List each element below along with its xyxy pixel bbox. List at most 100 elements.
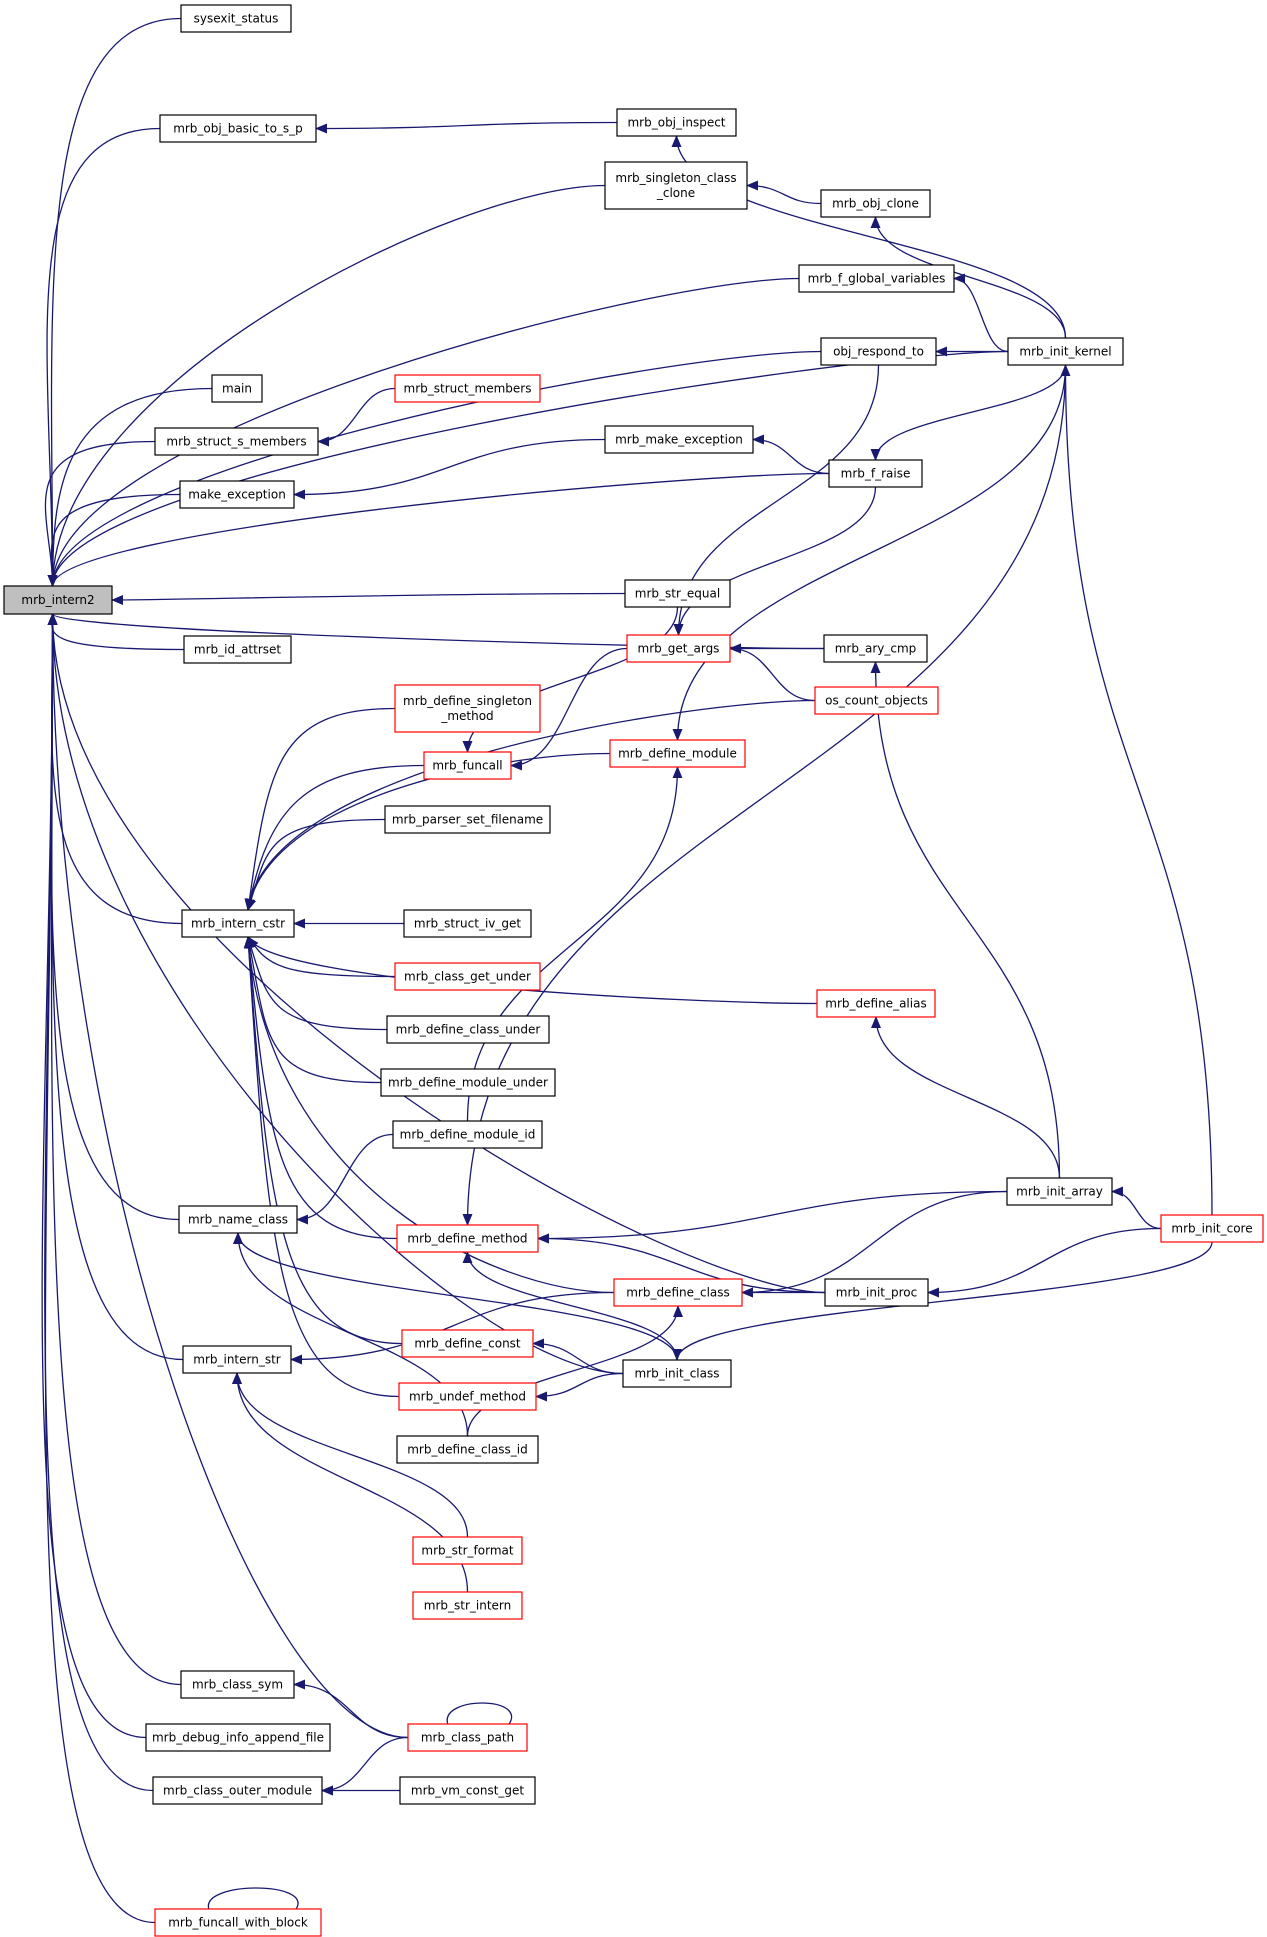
graph-node-mrb_str_intern[interactable]: mrb_str_intern xyxy=(412,1591,523,1620)
node-box xyxy=(152,1776,323,1805)
graph-node-mrb_define_method[interactable]: mrb_define_method xyxy=(396,1224,539,1253)
graph-node-mrb_struct_s_members[interactable]: mrb_struct_s_members xyxy=(154,427,319,456)
node-label: mrb_class_sym xyxy=(192,1678,283,1692)
graph-node-mrb_init_core[interactable]: mrb_init_core xyxy=(1160,1214,1264,1243)
call-edge-mrb_define_module-to-mrb_intern_cstr xyxy=(245,752,611,911)
graph-node-mrb_intern2[interactable]: mrb_intern2 xyxy=(3,585,113,615)
node-label: mrb_obj_basic_to_s_p xyxy=(173,122,303,136)
graph-node-mrb_f_global_variables[interactable]: mrb_f_global_variables xyxy=(798,264,955,293)
node-box xyxy=(399,1776,536,1805)
graph-node-mrb_obj_basic_to_s_p[interactable]: mrb_obj_basic_to_s_p xyxy=(159,114,317,143)
call-edge-mrb_init_core-to-mrb_init_proc xyxy=(927,1227,1162,1298)
graph-node-mrb_ary_cmp[interactable]: mrb_ary_cmp xyxy=(823,634,928,663)
graph-node-mrb_intern_str[interactable]: mrb_intern_str xyxy=(182,1345,292,1374)
graph-node-mrb_init_proc[interactable]: mrb_init_proc xyxy=(824,1278,929,1307)
graph-node-mrb_make_exception[interactable]: mrb_make_exception xyxy=(604,425,754,454)
call-edge-mrb_init_class-to-mrb_define_method xyxy=(462,1251,678,1361)
node-label: mrb_intern_cstr xyxy=(191,917,285,931)
graph-node-mrb_define_singleton_method[interactable]: mrb_define_singleton_method xyxy=(394,684,541,733)
graph-node-mrb_class_sym[interactable]: mrb_class_sym xyxy=(180,1670,295,1699)
graph-node-mrb_define_module_id[interactable]: mrb_define_module_id xyxy=(392,1120,543,1149)
node-box xyxy=(181,909,295,938)
call-edge-mrb_init_kernel-to-mrb_define_method xyxy=(462,364,1067,1226)
graph-node-sysexit_status[interactable]: sysexit_status xyxy=(180,4,292,33)
graph-node-mrb_struct_members[interactable]: mrb_struct_members xyxy=(394,374,541,403)
graph-node-mrb_funcall[interactable]: mrb_funcall xyxy=(423,751,512,780)
graph-node-mrb_funcall_with_block[interactable]: mrb_funcall_with_block xyxy=(154,1908,322,1937)
graph-node-mrb_intern_cstr[interactable]: mrb_intern_cstr xyxy=(181,909,295,938)
graph-node-mrb_init_class[interactable]: mrb_init_class xyxy=(622,1359,732,1388)
graph-node-make_exception[interactable]: make_exception xyxy=(179,480,295,509)
graph-node-mrb_init_kernel[interactable]: mrb_init_kernel xyxy=(1007,337,1124,366)
call-edge-mrb_class_outer_module-to-mrb_intern2 xyxy=(44,613,154,1792)
node-box xyxy=(820,337,937,366)
graph-node-mrb_define_alias[interactable]: mrb_define_alias xyxy=(816,989,936,1018)
node-label: mrb_singleton_class xyxy=(615,171,736,185)
node-box xyxy=(604,425,754,454)
graph-node-mrb_obj_clone[interactable]: mrb_obj_clone xyxy=(820,189,931,218)
node-label: mrb_str_intern xyxy=(424,1599,512,1613)
node-box xyxy=(616,108,737,137)
node-box xyxy=(392,1120,543,1149)
graph-node-mrb_obj_inspect[interactable]: mrb_obj_inspect xyxy=(616,108,737,137)
graph-node-mrb_singleton_class_clone[interactable]: mrb_singleton_class_clone xyxy=(604,161,748,210)
graph-node-mrb_name_class[interactable]: mrb_name_class xyxy=(178,1205,298,1234)
graph-node-mrb_define_class[interactable]: mrb_define_class xyxy=(613,1278,743,1307)
call-edge-mrb_define_method-to-mrb_intern_cstr xyxy=(244,936,398,1240)
graph-node-mrb_class_path[interactable]: mrb_class_path xyxy=(407,1723,528,1752)
node-box xyxy=(609,739,746,768)
graph-node-mrb_get_args[interactable]: mrb_get_args xyxy=(626,634,731,663)
call-edge-mrb_f_raise-to-mrb_intern2 xyxy=(47,472,830,587)
call-edge-mrb_f_raise-to-mrb_get_args xyxy=(673,486,877,636)
graph-node-mrb_str_format[interactable]: mrb_str_format xyxy=(412,1536,523,1565)
call-edge-mrb_define_class_id-to-mrb_define_class xyxy=(466,1305,683,1437)
node-label: sysexit_status xyxy=(194,12,279,26)
call-edge-mrb_str_format-to-mrb_intern_str xyxy=(232,1372,469,1538)
call-edge-mrb_str_equal-to-mrb_intern2 xyxy=(111,592,626,605)
node-label: make_exception xyxy=(188,488,286,502)
call-edge-mrb_name_class-to-mrb_intern2 xyxy=(47,613,180,1221)
node-box xyxy=(159,114,317,143)
call-edge-os_count_objects-to-mrb_intern_cstr xyxy=(244,699,816,911)
node-label: mrb_funcall xyxy=(432,759,502,773)
node-label: mrb_id_attrset xyxy=(194,643,282,657)
node-label: mrb_class_get_under xyxy=(404,970,531,984)
call-edge-mrb_define_module_under-to-mrb_intern_cstr xyxy=(245,936,382,1084)
graph-node-mrb_init_array[interactable]: mrb_init_array xyxy=(1006,1177,1113,1206)
graph-node-mrb_class_outer_module[interactable]: mrb_class_outer_module xyxy=(152,1776,323,1805)
node-label: os_count_objects xyxy=(825,694,928,708)
graph-node-mrb_debug_info_append_file[interactable]: mrb_debug_info_append_file xyxy=(145,1723,331,1752)
call-edge-mrb_class_get_under-to-mrb_intern_cstr xyxy=(247,936,396,978)
call-edge-mrb_f_raise-to-mrb_make_exception xyxy=(752,434,830,475)
graph-node-obj_respond_to[interactable]: obj_respond_to xyxy=(820,337,937,366)
call-edge-mrb_init_kernel-to-mrb_define_module xyxy=(672,364,1067,741)
graph-node-mrb_class_get_under[interactable]: mrb_class_get_under xyxy=(394,962,541,991)
call-edge-mrb_define_module_id-to-mrb_define_module xyxy=(466,766,683,1122)
graph-node-mrb_id_attrset[interactable]: mrb_id_attrset xyxy=(183,635,292,664)
graph-node-main[interactable]: main xyxy=(211,374,263,403)
call-edge-mrb_init_class-to-mrb_name_class xyxy=(233,1232,678,1361)
node-box xyxy=(820,189,931,218)
node-label: mrb_str_format xyxy=(421,1544,513,1558)
node-box xyxy=(154,1908,322,1937)
graph-node-mrb_define_const[interactable]: mrb_define_const xyxy=(401,1329,534,1358)
graph-node-mrb_define_module_under[interactable]: mrb_define_module_under xyxy=(380,1068,556,1097)
graph-node-mrb_str_equal[interactable]: mrb_str_equal xyxy=(624,579,731,608)
graph-node-mrb_vm_const_get[interactable]: mrb_vm_const_get xyxy=(399,1776,536,1805)
graph-node-mrb_f_raise[interactable]: mrb_f_raise xyxy=(828,459,923,488)
node-box xyxy=(626,634,731,663)
call-edge-mrb_parser_set_filename-to-mrb_intern_cstr xyxy=(246,818,386,911)
graph-node-mrb_undef_method[interactable]: mrb_undef_method xyxy=(398,1382,537,1411)
node-label: mrb_make_exception xyxy=(615,433,743,447)
graph-node-mrb_define_class_under[interactable]: mrb_define_class_under xyxy=(386,1015,550,1044)
graph-node-os_count_objects[interactable]: os_count_objects xyxy=(814,686,939,715)
node-label: mrb_obj_clone xyxy=(832,197,919,211)
node-label: mrb_f_global_variables xyxy=(808,272,946,286)
node-label: mrb_define_singleton xyxy=(403,694,532,708)
graph-node-mrb_struct_iv_get[interactable]: mrb_struct_iv_get xyxy=(403,909,532,938)
graph-node-mrb_define_module[interactable]: mrb_define_module xyxy=(609,739,746,768)
graph-node-mrb_define_class_id[interactable]: mrb_define_class_id xyxy=(396,1435,539,1464)
call-edge-mrb_class_path-to-mrb_class_outer_module xyxy=(321,1736,409,1796)
graph-node-mrb_parser_set_filename[interactable]: mrb_parser_set_filename xyxy=(384,805,551,834)
node-box xyxy=(816,989,936,1018)
